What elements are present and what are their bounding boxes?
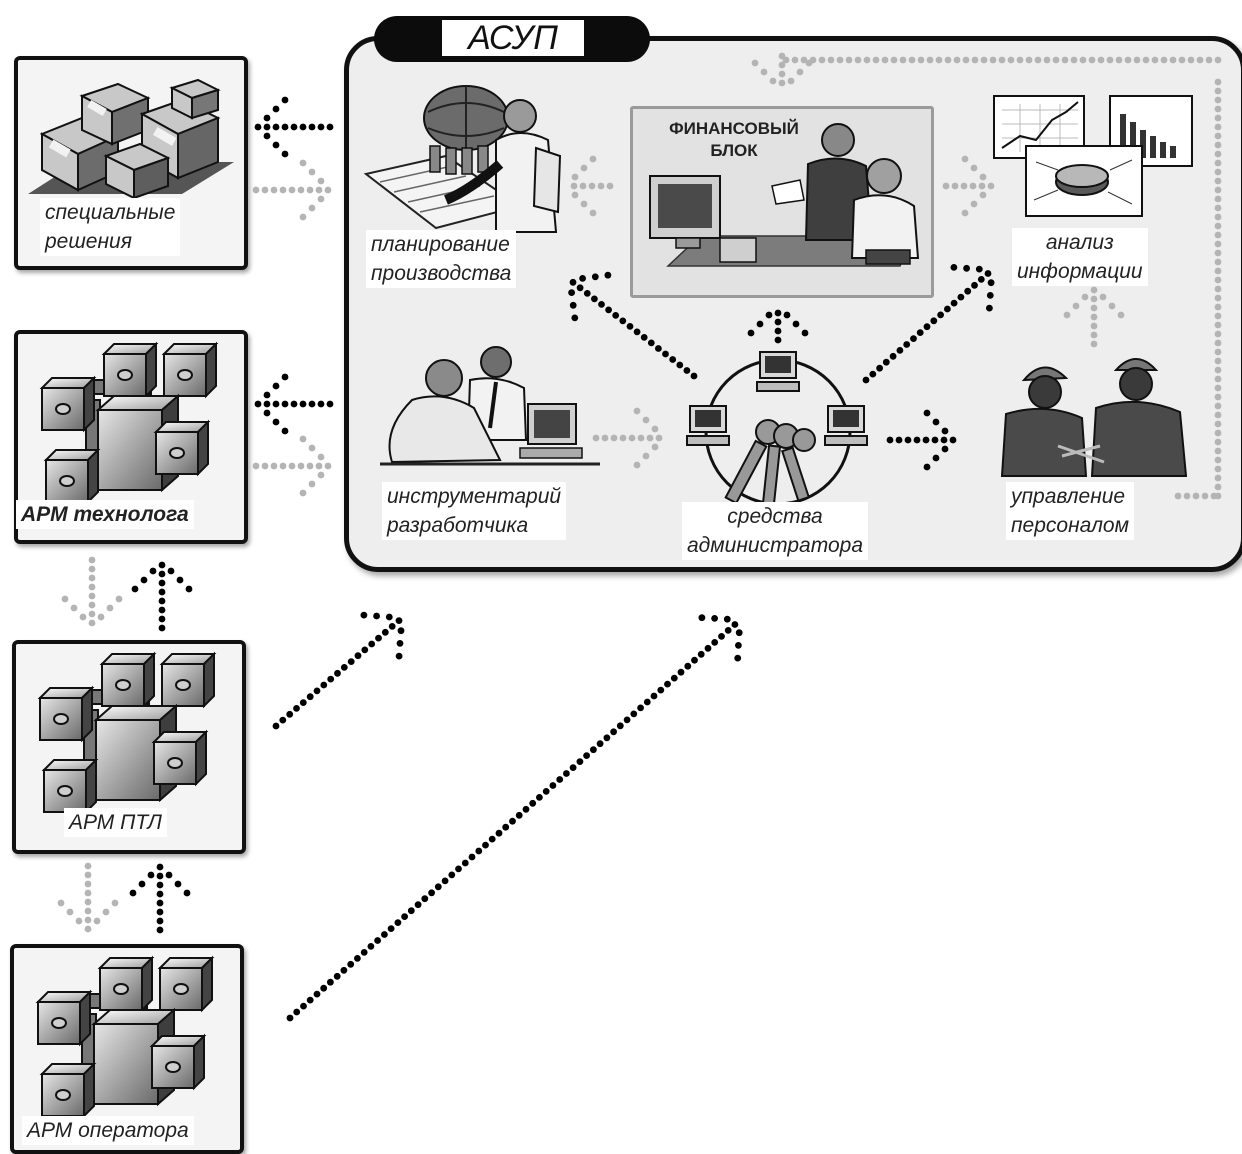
arrow-operator-to-ptl [129,863,191,934]
arrow-admin-to-financial [747,309,809,344]
planning-label: планирование производства [366,230,517,288]
arrow-admin-to-planning [568,271,698,380]
arrow-admin-to-analysis [862,264,995,384]
technologist-workstation-label: АРМ технолога [16,500,194,529]
asup-title: АСУП [442,20,584,56]
arrow-financial-to-planning [570,155,614,217]
admin-tools-label: средства администратора [682,502,869,560]
arrow-operator-to-asup [286,614,743,1022]
cubes-icon-operator [38,958,212,1116]
arrow-top-loop-head [751,52,813,87]
personnel-label: управление персоналом [1006,482,1135,540]
analysis-illustration [993,95,1193,217]
arrow-technologist-to-asup [252,435,332,497]
operator-workstation-label: АРМ оператора [22,1116,194,1145]
developer-tools-illustration [380,346,600,466]
analysis-label: анализ информации [1012,228,1148,286]
arrow-asup-to-technologist [254,373,334,435]
arrow-ptl-to-operator [57,862,119,933]
special-solutions-label: специальные решения [40,198,181,256]
personnel-illustration [1000,358,1188,477]
arrow-ptl-to-asup [272,611,405,730]
boxes-illustration [28,78,234,200]
cubes-icon-ptl [40,654,214,812]
arrow-personnel-loop [782,56,1222,500]
planning-illustration [363,85,562,233]
arrow-ptl-to-technologist [131,561,193,632]
developer-tools-label: инструментарий разработчика [382,482,567,540]
arrow-devtools-to-admin [592,407,663,469]
arrow-financial-to-analysis [942,155,995,217]
arrow-technologist-to-ptl [61,556,123,627]
cubes-icon-technologist [42,344,216,502]
arrow-personnel-to-analysis [1063,286,1125,348]
financial-block-illustration [649,123,920,267]
arrow-asup-to-special [254,96,334,158]
arrow-special-to-asup [252,159,332,221]
admin-tools-illustration [686,351,868,506]
financial-block-label: ФИНАНСОВЫЙ БЛОК [669,119,799,160]
arrow-admin-to-personnel [886,409,957,471]
ptl-workstation-label: АРМ ПТЛ [64,808,167,837]
